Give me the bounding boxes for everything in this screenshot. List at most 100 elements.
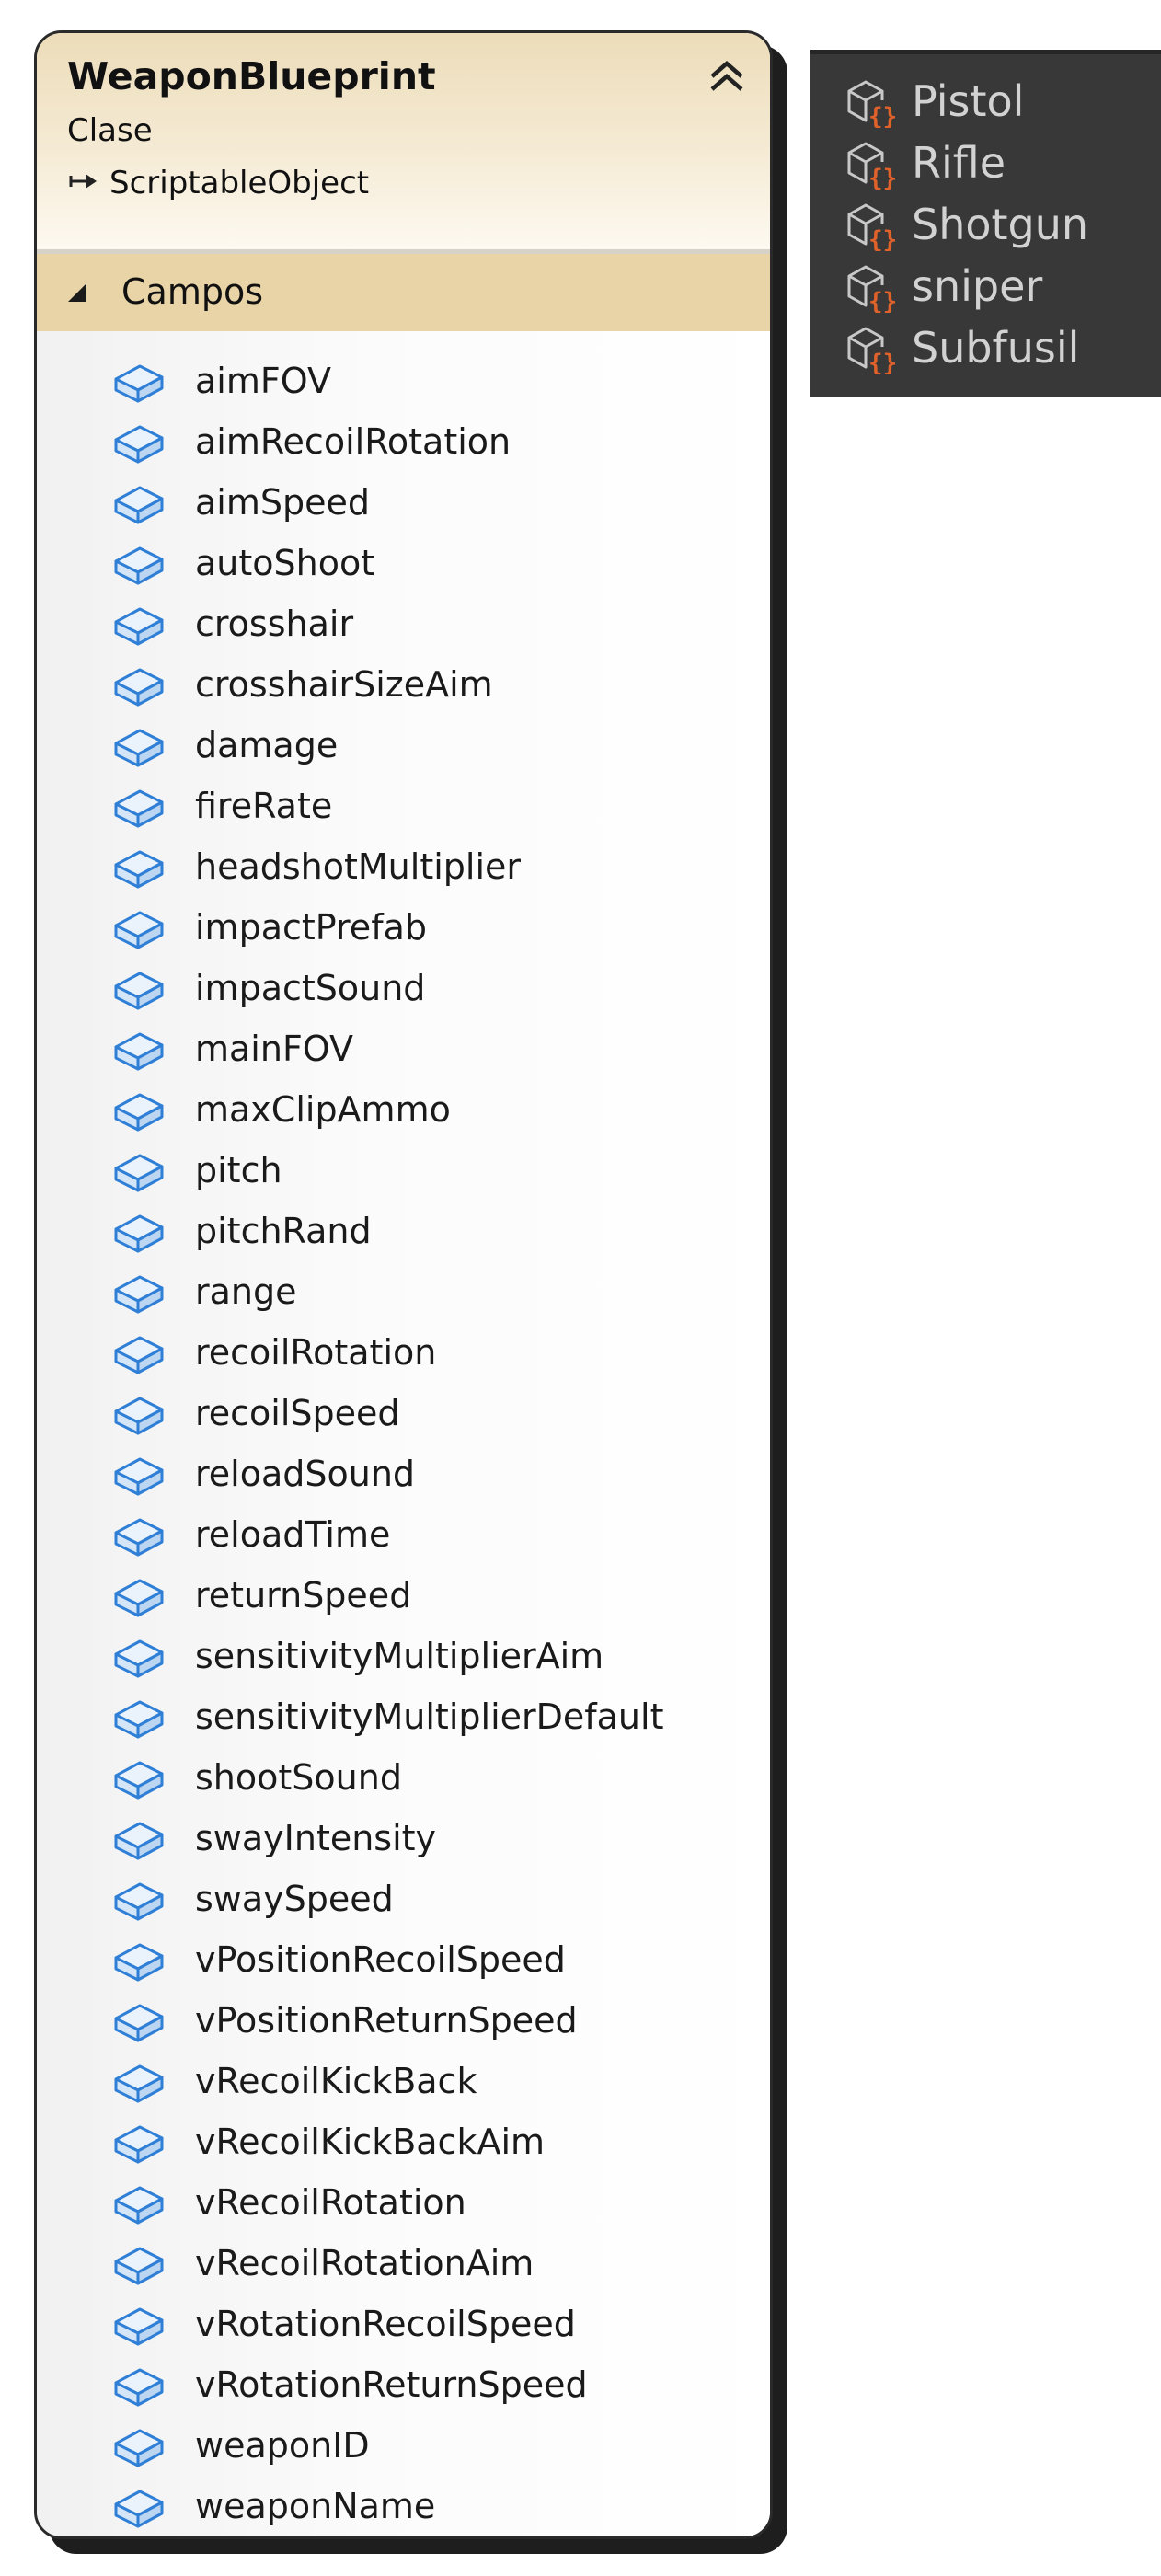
field-row[interactable]: sensitivityMultiplierAim [37,1628,770,1689]
field-row[interactable]: vRotationRecoilSpeed [37,2296,770,2357]
section-header-campos[interactable]: Campos [37,254,770,331]
field-row[interactable]: impactSound [37,960,770,1021]
field-row[interactable]: crosshairSizeAim [37,657,770,718]
field-name: weaponID [195,2425,370,2466]
field-icon [114,364,164,403]
field-icon [114,1518,164,1557]
field-name: vRecoilKickBackAim [195,2122,546,2162]
collapse-button[interactable] [704,52,750,98]
field-icon [114,2368,164,2407]
field-row[interactable]: recoilRotation [37,1325,770,1386]
field-list: aimFOV aimRecoilRotation aimSpeed autoShoot… [37,353,770,2536]
class-title: WeaponBlueprint [67,54,436,98]
field-row[interactable]: impactPrefab [37,900,770,960]
header-divider [37,249,770,254]
field-row[interactable]: reloadSound [37,1446,770,1507]
fields-body: aimFOV aimRecoilRotation aimSpeed autoShoot… [37,331,770,2536]
field-name: vPositionRecoilSpeed [195,1939,566,1980]
field-row[interactable]: aimFOV [37,353,770,414]
field-name: fireRate [195,786,333,826]
asset-item[interactable]: {}Shotgun [810,194,1161,256]
field-row[interactable]: aimRecoilRotation [37,414,770,475]
asset-item[interactable]: {}Rifle [810,132,1161,194]
field-icon [114,1700,164,1739]
field-row[interactable]: vPositionRecoilSpeed [37,1932,770,1993]
field-row[interactable]: crosshair [37,596,770,657]
double-chevron-up-icon [710,61,743,91]
field-row[interactable]: mainFOV [37,1021,770,1082]
field-icon [114,1457,164,1496]
field-icon [114,1639,164,1678]
field-name: shootSound [195,1757,402,1798]
field-name: reloadTime [195,1514,391,1555]
section-label: Campos [121,271,264,312]
field-name: mainFOV [195,1029,354,1069]
field-row[interactable]: pitch [37,1143,770,1203]
field-row[interactable]: fireRate [37,778,770,839]
asset-panel: {}Pistol{}Rifle{}Shotgun{}sniper{}Subfus… [810,50,1161,397]
field-icon [114,1397,164,1435]
field-row[interactable]: sensitivityMultiplierDefault [37,1689,770,1750]
field-row[interactable]: headshotMultiplier [37,839,770,900]
field-row[interactable]: maxClipAmmo [37,1082,770,1143]
asset-label: Subfusil [912,323,1080,373]
triangle-expanded-icon[interactable] [66,282,88,304]
field-row[interactable]: autoShoot [37,535,770,596]
field-name: swaySpeed [195,1879,394,1919]
field-row[interactable]: reloadTime [37,1507,770,1568]
field-icon [114,1336,164,1374]
field-name: maxClipAmmo [195,1089,451,1130]
field-row[interactable]: vRotationReturnSpeed [37,2357,770,2418]
field-icon [114,972,164,1010]
field-row[interactable]: shootSound [37,1750,770,1811]
field-name: crosshair [195,604,354,644]
field-name: vPositionReturnSpeed [195,2000,578,2041]
field-name: vRotationReturnSpeed [195,2364,588,2405]
svg-text:{}: {} [868,350,897,374]
field-icon [114,668,164,707]
field-name: damage [195,725,339,765]
field-icon [114,1761,164,1800]
asset-label: Pistol [912,76,1025,126]
field-row[interactable]: returnSpeed [37,1568,770,1628]
svg-text:{}: {} [868,165,897,190]
scriptable-object-asset-icon: {} [847,265,897,313]
field-name: recoilRotation [195,1332,437,1373]
field-name: reloadSound [195,1454,416,1494]
field-row[interactable]: pitchRand [37,1203,770,1264]
field-name: aimRecoilRotation [195,421,512,462]
field-icon [114,1275,164,1314]
field-row[interactable]: vRecoilKickBackAim [37,2114,770,2175]
field-row[interactable]: vRecoilRotation [37,2175,770,2236]
field-icon [114,546,164,585]
field-row[interactable]: aimSpeed [37,475,770,535]
field-row[interactable]: damage [37,718,770,778]
field-row[interactable]: recoilSpeed [37,1386,770,1446]
field-name: vRecoilRotation [195,2182,466,2223]
field-name: crosshairSizeAim [195,664,493,705]
field-row[interactable]: vPositionReturnSpeed [37,1993,770,2053]
field-icon [114,2429,164,2467]
asset-item[interactable]: {}sniper [810,256,1161,317]
field-icon [114,2125,164,2164]
field-row[interactable]: weaponName [37,2478,770,2536]
field-row[interactable]: weaponID [37,2418,770,2478]
field-row[interactable]: swaySpeed [37,1871,770,1932]
field-row[interactable]: vRecoilKickBack [37,2053,770,2114]
svg-text:{}: {} [868,288,897,313]
field-row[interactable]: vRecoilRotationAim [37,2236,770,2296]
field-row[interactable]: range [37,1264,770,1325]
asset-item[interactable]: {} Subfusil [810,317,1161,379]
field-icon [114,2247,164,2285]
inheritance-arrow-icon [69,174,97,189]
field-icon [114,425,164,464]
field-row[interactable]: swayIntensity [37,1811,770,1871]
class-diagram-card[interactable]: WeaponBlueprint Clase ScriptableObject C… [34,30,773,2539]
field-name: range [195,1271,297,1312]
field-name: autoShoot [195,543,375,583]
base-class-name: ScriptableObject [109,165,370,201]
field-icon [114,1943,164,1982]
asset-item[interactable]: {}Pistol [810,71,1161,132]
field-name: pitchRand [195,1211,372,1251]
field-name: headshotMultiplier [195,846,522,887]
